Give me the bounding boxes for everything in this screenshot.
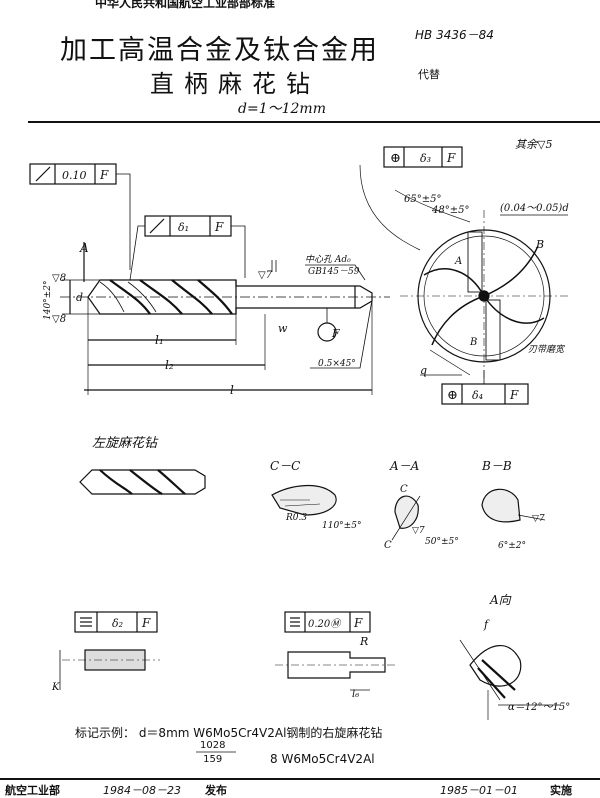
- roughness-8a: ▽8: [52, 273, 66, 284]
- label-l6: l₆: [352, 689, 359, 700]
- delta3-label: δ₃: [420, 152, 431, 165]
- label-c-top: C: [400, 484, 408, 495]
- datum-f-2: F: [214, 220, 224, 234]
- marking-fraction: 1028 159: [200, 740, 225, 765]
- drill-main-view: [29, 163, 390, 395]
- center-hole-std: GB145－59: [308, 267, 360, 277]
- standard-number: HB 3436－84: [415, 28, 494, 42]
- chamfer-value: 0.5×45°: [318, 359, 356, 369]
- datum-f-3: F: [446, 151, 456, 165]
- label-l2: l₂: [165, 358, 174, 372]
- datum-f-5: F: [331, 327, 340, 340]
- title-line-2: 直柄麻花钻: [150, 70, 320, 98]
- section-aa: [391, 495, 421, 541]
- label-l1: l₁: [155, 333, 164, 347]
- label-f: f: [483, 618, 490, 631]
- section-cc-label: C－C: [270, 459, 300, 473]
- angle-50: 50°±5°: [425, 537, 459, 547]
- label-c-bottom: C: [384, 540, 392, 551]
- section-aa-label: A－A: [389, 459, 420, 473]
- label-l: l: [230, 383, 234, 397]
- replaces-label: 代替: [418, 68, 440, 81]
- left-hand-drill: [79, 469, 206, 495]
- datum-f-6: F: [141, 616, 151, 630]
- label-w: w: [278, 322, 288, 335]
- delta1-label: δ₁: [178, 221, 189, 234]
- left-hand-label: 左旋麻花钻: [92, 436, 159, 451]
- section-bb-label: B－B: [481, 459, 512, 473]
- header-rule: [28, 121, 600, 123]
- angle-110: 110°±5°: [322, 521, 361, 531]
- publish-label: 发布: [205, 784, 227, 797]
- label-k: K: [51, 682, 60, 693]
- label-q: q: [420, 364, 427, 377]
- tol-value-top: 0.10: [62, 169, 87, 182]
- position-icon: ⊕: [390, 151, 401, 166]
- publish-date: 1984－08－23: [103, 784, 181, 797]
- label-a-end: A: [454, 256, 462, 267]
- label-a: A: [79, 241, 89, 255]
- taper-value: (0.04～0.05)d: [500, 203, 569, 214]
- fraction-denominator: 159: [203, 754, 223, 765]
- section-cc: [271, 484, 337, 516]
- fraction-numerator: 1028: [200, 740, 226, 751]
- detail-view-a: [459, 639, 560, 720]
- delta2-label: δ₂: [112, 617, 123, 630]
- implement-label: 实施: [550, 784, 572, 797]
- label-r: R: [359, 635, 368, 648]
- position-icon: ⊕: [447, 388, 458, 403]
- tol-140: 140°±2°: [43, 281, 53, 320]
- roughness-7b: ▽7: [412, 526, 425, 536]
- datum-f-1: F: [99, 168, 109, 182]
- section-bb: [481, 488, 546, 523]
- marking-example: 标记示例： d＝8mm W6Mo5Cr4V2Al钢制的右旋麻花钻: [75, 726, 383, 740]
- footer-org: 航空工业部: [5, 784, 60, 797]
- center-hole: 中心孔 Ad₀: [305, 254, 351, 265]
- view-a-label: A向: [489, 593, 512, 607]
- roughness-rest: 其余▽5: [515, 138, 552, 151]
- marking-code: 8 W6Mo5Cr4V2Al: [270, 752, 375, 766]
- angle-65: 65°±5°: [404, 194, 441, 205]
- angle-48: 48°±5°: [431, 205, 469, 216]
- label-b-end-2: B: [469, 337, 477, 348]
- title-line-1: 加工高温合金及钛合金用: [60, 35, 379, 66]
- roughness-7c: ▽7: [532, 514, 545, 524]
- roughness-8b: ▽8: [52, 314, 66, 325]
- label-b-end: B: [535, 238, 544, 251]
- detail-flute: [59, 611, 160, 690]
- radius-03: R0.3: [285, 513, 307, 523]
- alpha-angle: α＝12°～15°: [508, 702, 570, 713]
- angle-6: 6°±2°: [498, 541, 526, 551]
- label-d: d: [76, 291, 83, 304]
- standard-banner: 中华人民共和国航空工业部部标准: [95, 0, 276, 10]
- detail-tang: [275, 611, 395, 691]
- drill-end-view: [359, 146, 570, 405]
- datum-f-4: F: [509, 388, 519, 402]
- roughness-7: ▽7: [258, 270, 273, 281]
- tol-020: 0.20Ⓜ: [308, 618, 342, 630]
- implement-date: 1985－01－01: [440, 784, 518, 797]
- rib-label: 刃带磨宽: [528, 344, 566, 355]
- datum-f-7: F: [353, 616, 363, 630]
- diameter-range: d=1～12mm: [238, 101, 326, 117]
- delta4-label: δ₄: [472, 389, 483, 402]
